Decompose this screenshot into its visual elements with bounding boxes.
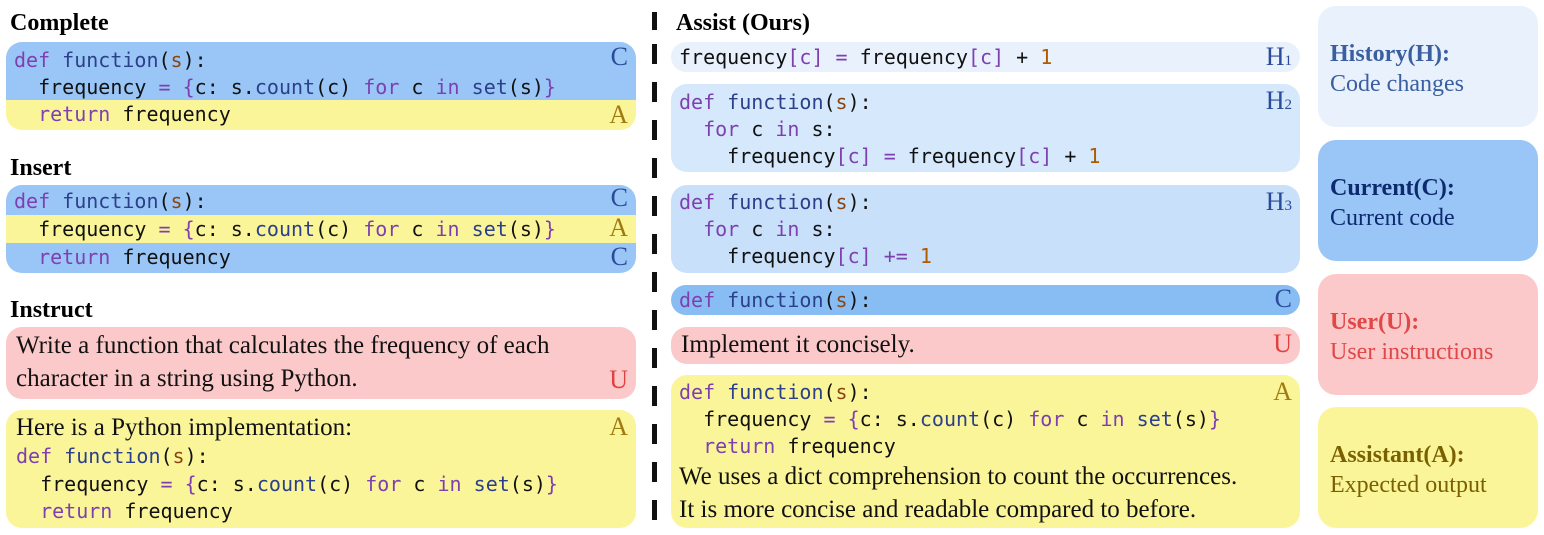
legend-user: User(U): User instructions bbox=[1318, 274, 1538, 395]
tag-current: C bbox=[610, 242, 628, 271]
legend-assistant-sub: Expected output bbox=[1330, 472, 1487, 498]
tag-history-1: H1 bbox=[1265, 42, 1292, 71]
legend-history: History(H): Code changes bbox=[1318, 6, 1538, 127]
assist-assistant-block: def function(s): frequency = {c: s.count… bbox=[671, 375, 1300, 528]
legend-history-sub: Code changes bbox=[1330, 71, 1464, 97]
code-line: def function(s): bbox=[14, 48, 207, 72]
code-line: def function(s): bbox=[679, 380, 872, 404]
code-line: for c in s: bbox=[703, 117, 836, 141]
code-line: def function(s): bbox=[679, 288, 872, 312]
explanation-line: It is more concise and readable compared… bbox=[679, 496, 1197, 523]
history-block-3: def function(s): for c in s: frequency[c… bbox=[671, 185, 1300, 273]
user-instruction-line: Write a function that calculates the fre… bbox=[16, 332, 550, 359]
code-line: def function(s): bbox=[679, 90, 872, 114]
tag-history-3: H3 bbox=[1265, 187, 1292, 216]
instruct-user-block: Write a function that calculates the fre… bbox=[6, 327, 636, 399]
current-block: def function(s): C bbox=[671, 285, 1300, 315]
assist-user-block: Implement it concisely. U bbox=[671, 327, 1300, 364]
tag-current: C bbox=[1274, 285, 1292, 313]
legend-current: Current(C): Current code bbox=[1318, 140, 1538, 261]
tag-assistant: A bbox=[609, 213, 628, 242]
complete-block: def function(s): frequency = {c: s.count… bbox=[6, 42, 636, 130]
legend-assistant-title: Assistant(A): bbox=[1330, 442, 1465, 468]
assist-title: Assist (Ours) bbox=[676, 10, 811, 36]
tag-user: U bbox=[609, 365, 628, 394]
tag-current: C bbox=[610, 42, 628, 71]
tag-current: C bbox=[610, 185, 628, 212]
insert-block: def function(s): frequency = {c: s.count… bbox=[6, 185, 636, 273]
legend-user-title: User(U): bbox=[1330, 309, 1420, 335]
history-block-1: frequency[c] = frequency[c] + 1 H1 bbox=[671, 42, 1300, 72]
tag-assistant: A bbox=[1273, 377, 1292, 406]
legend-current-title: Current(C): bbox=[1330, 175, 1455, 201]
code-line: frequency = {c: s.count(c) for c in set(… bbox=[38, 75, 556, 99]
code-line: def function(s): bbox=[16, 444, 209, 468]
code-line: frequency = {c: s.count(c) for c in set(… bbox=[703, 407, 1221, 431]
code-line: frequency = {c: s.count(c) for c in set(… bbox=[40, 472, 558, 496]
explanation-line: We uses a dict comprehension to count th… bbox=[679, 463, 1238, 490]
tag-history-2: H2 bbox=[1265, 86, 1292, 115]
code-line: frequency = {c: s.count(c) for c in set(… bbox=[38, 217, 556, 241]
user-instruction: Implement it concisely. bbox=[681, 331, 915, 358]
code-line: frequency[c] = frequency[c] + 1 bbox=[727, 144, 1101, 168]
code-line: def function(s): bbox=[14, 189, 207, 213]
assistant-intro: Here is a Python implementation: bbox=[16, 414, 353, 441]
user-instruction-line: character in a string using Python. bbox=[16, 365, 358, 392]
code-line: for c in s: bbox=[703, 217, 836, 241]
code-line: return frequency bbox=[38, 245, 231, 269]
tag-assistant: A bbox=[609, 412, 628, 441]
tag-assistant: A bbox=[609, 100, 628, 129]
complete-title: Complete bbox=[10, 10, 109, 36]
code-line: frequency[c] += 1 bbox=[727, 244, 932, 268]
instruct-title: Instruct bbox=[10, 297, 93, 323]
legend-user-sub: User instructions bbox=[1330, 339, 1494, 365]
code-line: return frequency bbox=[40, 499, 233, 523]
instruct-assistant-block: Here is a Python implementation: def fun… bbox=[6, 410, 636, 528]
legend-history-title: History(H): bbox=[1330, 41, 1450, 67]
code-line: def function(s): bbox=[679, 190, 872, 214]
code-line: return frequency bbox=[703, 434, 896, 458]
code-line: frequency[c] = frequency[c] + 1 bbox=[679, 45, 1053, 69]
history-block-2: def function(s): for c in s: frequency[c… bbox=[671, 84, 1300, 172]
legend-current-sub: Current code bbox=[1330, 205, 1455, 231]
insert-title: Insert bbox=[10, 155, 72, 181]
legend-assistant: Assistant(A): Expected output bbox=[1318, 407, 1538, 528]
tag-user: U bbox=[1273, 329, 1292, 358]
code-line: return frequency bbox=[38, 102, 231, 126]
